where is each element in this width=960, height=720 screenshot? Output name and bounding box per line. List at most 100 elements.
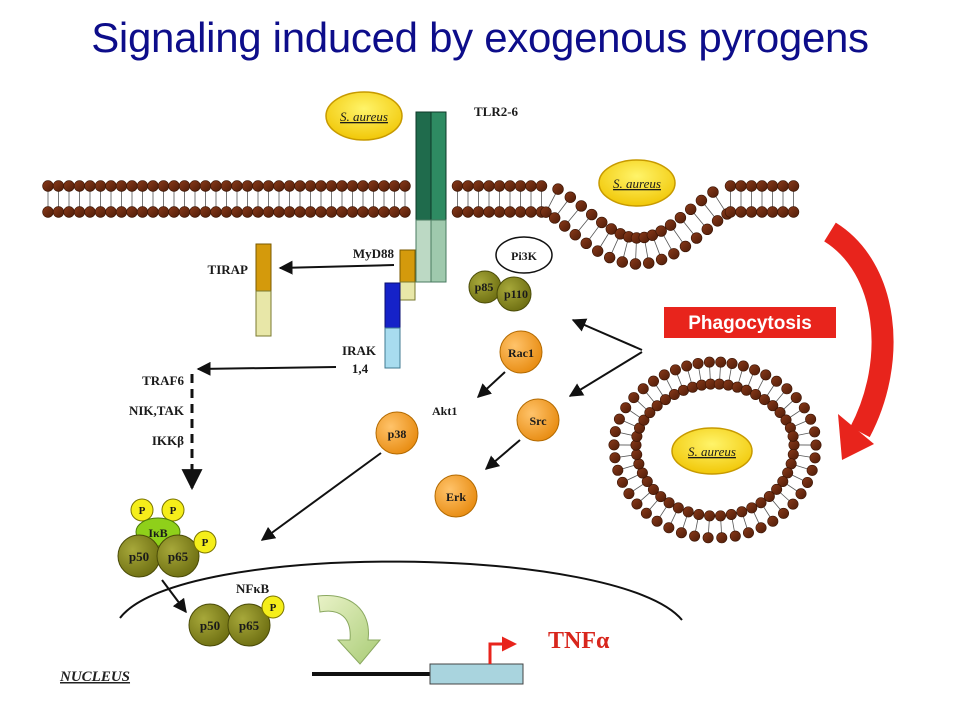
lipid-head	[136, 180, 149, 192]
lipid-head	[655, 225, 667, 237]
lipid-head	[63, 206, 75, 218]
lipid-head	[749, 364, 761, 376]
lipid-head	[231, 180, 243, 192]
transcription-activation-arrow	[317, 594, 382, 665]
lipid-head	[388, 206, 401, 218]
ikkb-label: IKKβ	[152, 433, 184, 448]
lipid-head	[692, 357, 704, 369]
cell-membrane	[42, 180, 800, 270]
lipid-head	[451, 180, 464, 192]
lipid-head	[777, 475, 789, 487]
lipid-head	[729, 530, 741, 542]
lipid-head	[715, 356, 727, 368]
lipid-head	[640, 507, 652, 519]
lipid-head	[675, 527, 687, 539]
s-aureus-label-membrane: S. aureus	[613, 176, 661, 191]
tnf-gene-box	[429, 663, 524, 685]
erk-label: Erk	[446, 490, 466, 504]
lipid-head	[575, 200, 587, 212]
lipid-head	[766, 206, 779, 218]
lipid-head	[189, 206, 201, 218]
lipid-head	[126, 180, 138, 192]
lipid-head	[663, 522, 675, 534]
akt1-label: Akt1	[432, 404, 457, 418]
lipid-head	[241, 206, 254, 218]
ikb-label: IκB	[148, 526, 167, 540]
lipid-head	[73, 206, 86, 218]
lipid-head	[304, 206, 317, 218]
lipid-head	[777, 206, 789, 218]
lipid-head	[704, 510, 716, 522]
lipid-head	[451, 206, 464, 218]
lipid-head	[504, 206, 516, 218]
phospho-p-3: P	[202, 537, 209, 549]
irak-label: IRAK	[342, 343, 377, 358]
lipid-head	[672, 502, 684, 514]
lipid-head	[782, 467, 794, 479]
lipid-head	[767, 515, 779, 527]
lipid-head	[725, 508, 737, 520]
lipid-head	[750, 388, 762, 400]
lipid-head	[399, 206, 411, 218]
src-to-erk-arrow	[484, 439, 521, 470]
lipid-head	[787, 498, 799, 510]
lipid-head	[178, 180, 191, 192]
lipid-head	[774, 407, 786, 419]
lipid-head	[84, 206, 96, 218]
lipid-head	[613, 413, 625, 425]
lipid-head	[462, 206, 474, 218]
lipid-head	[766, 180, 779, 192]
lipid-head	[105, 206, 117, 218]
lipid-head	[735, 180, 747, 192]
myd88-label: MyD88	[353, 246, 395, 261]
lipid-head	[472, 180, 485, 192]
myd88-adaptor	[399, 249, 416, 301]
lipid-head	[73, 180, 86, 192]
lipid-head	[681, 360, 693, 372]
lipid-head	[325, 206, 338, 218]
lipid-head	[241, 180, 254, 192]
lipid-head	[663, 497, 675, 509]
lipid-head	[535, 180, 548, 192]
src-node: Src	[516, 398, 560, 442]
lipid-head	[763, 491, 775, 503]
lipid-head	[231, 206, 243, 218]
lipid-head	[336, 206, 348, 218]
lipid-head	[736, 506, 748, 518]
lipid-head	[483, 180, 495, 192]
lipid-head	[724, 180, 737, 192]
lipid-head	[716, 532, 728, 544]
lipid-head	[609, 452, 621, 464]
lipid-head	[809, 426, 821, 438]
lipid-head	[357, 206, 369, 218]
lipid-head	[63, 180, 75, 192]
src-label: Src	[529, 414, 547, 428]
lipid-head	[262, 206, 275, 218]
lipid-head	[633, 458, 645, 470]
lipid-head	[136, 206, 149, 218]
irak-kinase	[384, 282, 401, 369]
lipid-head	[94, 206, 107, 218]
p38-label: p38	[388, 427, 407, 441]
s-aureus-label-top: S. aureus	[340, 109, 388, 124]
lipid-head	[760, 369, 772, 381]
nfkb-label: NFκB	[236, 581, 270, 596]
lipid-head	[367, 206, 380, 218]
lipid-head	[674, 211, 687, 224]
lipid-head	[591, 245, 604, 257]
lipid-head	[778, 507, 790, 519]
lipid-head	[655, 491, 667, 503]
transcription-start-arrow	[488, 636, 517, 664]
nik-tak-label: NIK,TAK	[129, 403, 185, 418]
lipid-head	[740, 384, 752, 396]
lipid-head	[94, 180, 107, 192]
lipid-head	[605, 223, 618, 235]
lipid-head	[273, 206, 285, 218]
ikb-nfkb-complex: P P IκB p50 p65 P	[117, 498, 217, 578]
lipid-head	[294, 180, 306, 192]
lipid-head	[569, 229, 581, 241]
erk-node: Erk	[434, 474, 478, 518]
rac1-to-akt1-arrow	[476, 371, 506, 398]
p110-label: p110	[504, 287, 528, 301]
